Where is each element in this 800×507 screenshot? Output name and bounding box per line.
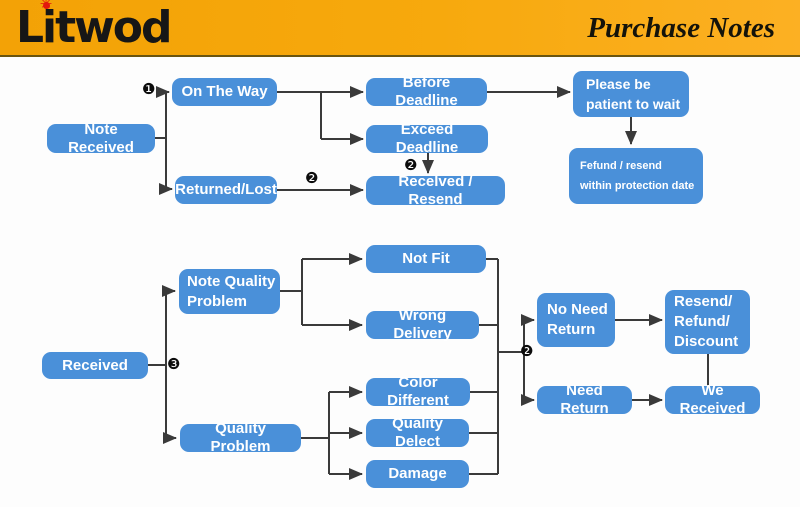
logo-sun-icon: ✳ <box>38 0 54 13</box>
node-no-need-return: No Need Return <box>537 293 615 347</box>
node-refund-protection: Fefund / resend within protection date <box>569 148 703 204</box>
node-before-deadline: Before Deadline <box>366 74 487 109</box>
step-marker-2-returned: ❷ <box>305 169 319 187</box>
node-received: Received <box>42 352 148 379</box>
node-damage: Damage <box>366 460 469 488</box>
store-logo: Litwod <box>16 2 173 53</box>
node-note-received: Note Received <box>47 121 155 156</box>
node-note-quality-problem: Note Quality Problem <box>179 269 280 314</box>
node-we-received: We Received <box>665 382 760 417</box>
node-exceed-deadline: Exceed Deadline <box>366 121 488 156</box>
node-returned-lost: Returned/Lost <box>175 176 277 204</box>
node-not-fit: Not Fit <box>366 245 486 273</box>
header-banner: Litwod ✳ Purchase Notes <box>0 0 800 57</box>
step-marker-2-return: ❷ <box>520 342 534 360</box>
node-quality-problem: Quality Problem <box>180 420 301 455</box>
node-resend-refund-discount: Resend/ Refund/ Discount <box>665 290 750 354</box>
node-quality-delect: Quality Delect <box>366 415 469 450</box>
step-marker-3: ❸ <box>167 355 181 373</box>
node-received-resend: Recelved / Resend <box>366 173 505 208</box>
step-marker-2-exceed: ❷ <box>404 156 418 174</box>
step-marker-1: ❶ <box>142 80 156 98</box>
page-title: Purchase Notes <box>587 12 775 44</box>
node-need-return: Need Return <box>537 382 632 417</box>
node-wrong-delivery: Wrong Delivery <box>366 307 479 342</box>
node-color-different: Color Different <box>366 374 470 409</box>
node-on-the-way: On The Way <box>172 78 277 106</box>
node-please-wait: Please be patient to wait <box>573 71 689 117</box>
